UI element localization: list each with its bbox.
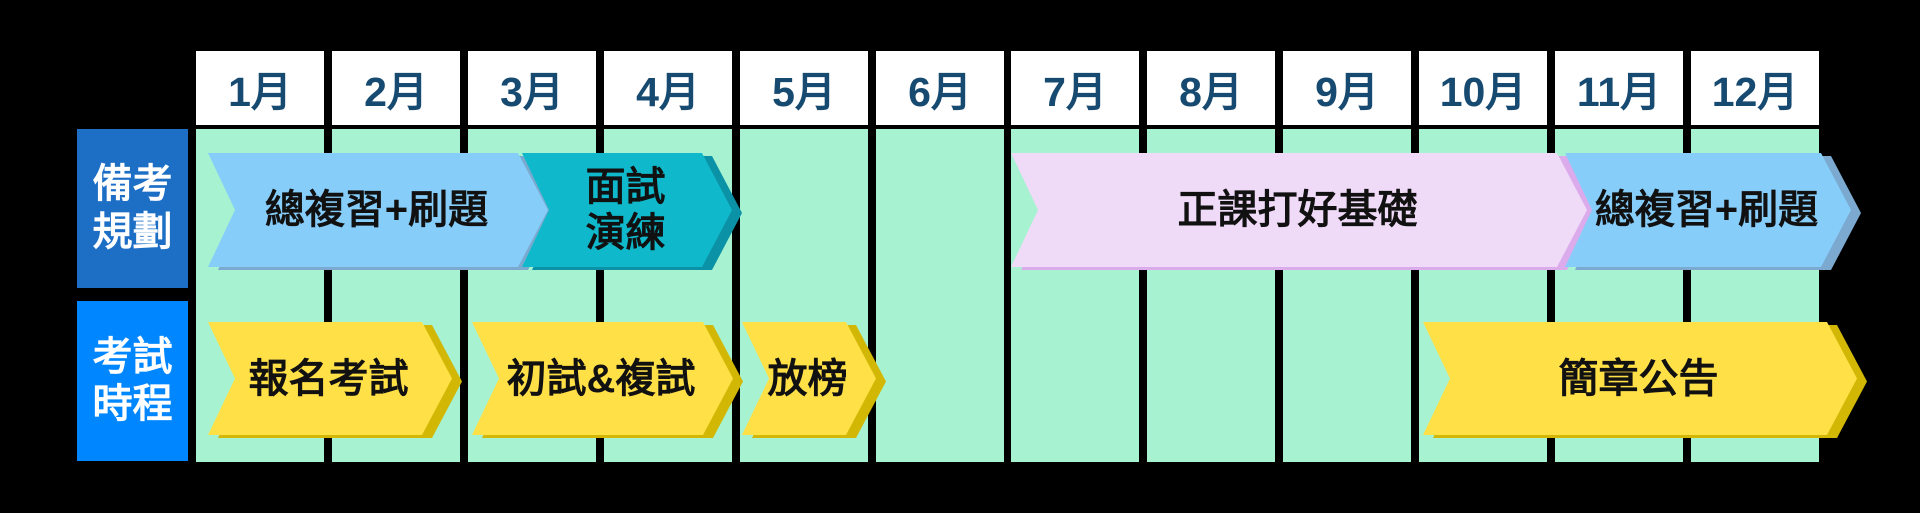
- arrow-register-exam: 報名考試: [208, 322, 452, 435]
- arrow-review-drill-1: 總複習+刷題: [208, 153, 548, 267]
- grid-column-6: [876, 129, 1004, 462]
- month-header-10: 10月: [1419, 51, 1547, 125]
- arrow-body: [472, 322, 733, 435]
- arrow-core-course: 正課打好基礎: [1011, 153, 1587, 267]
- month-header-3: 3月: [468, 51, 596, 125]
- month-header-11: 11月: [1555, 51, 1683, 125]
- arrow-label: 總複習+刷題: [264, 188, 489, 232]
- month-header-9: 9月: [1283, 51, 1411, 125]
- arrow-body: [522, 153, 732, 267]
- arrow-label: 總複習+刷題: [1594, 188, 1819, 232]
- month-header-1: 1月: [196, 51, 324, 125]
- arrow-body: [1423, 322, 1857, 435]
- arrow-body: [208, 322, 452, 435]
- arrow-label: 放榜: [767, 356, 848, 401]
- arrow-first-second-exam: 初試&複試: [472, 322, 733, 435]
- arrow-label: 面試 演練: [585, 165, 666, 255]
- arrow-body: [208, 153, 548, 267]
- month-header-5: 5月: [740, 51, 868, 125]
- arrow-label: 初試&複試: [506, 356, 696, 401]
- row-header-exam-schedule: 考試 時程: [77, 301, 188, 461]
- month-header-6: 6月: [876, 51, 1004, 125]
- arrow-interview-practice: 面試 演練: [522, 153, 732, 267]
- month-header-8: 8月: [1147, 51, 1275, 125]
- row-header-prep-plan: 備考 規劃: [77, 129, 188, 288]
- arrow-review-drill-2: 總複習+刷題: [1565, 153, 1851, 267]
- arrow-results-announce: 放榜: [742, 322, 876, 435]
- arrow-label: 報名考試: [248, 356, 409, 401]
- arrow-body: [1011, 153, 1587, 267]
- month-header-7: 7月: [1011, 51, 1139, 125]
- arrow-label: 正課打好基礎: [1177, 188, 1418, 232]
- month-header-4: 4月: [604, 51, 732, 125]
- arrow-brochure-announce: 簡章公告: [1423, 322, 1857, 435]
- arrow-label: 簡章公告: [1558, 356, 1719, 401]
- arrow-body: [1565, 153, 1851, 267]
- month-header-2: 2月: [332, 51, 460, 125]
- month-header-12: 12月: [1691, 51, 1819, 125]
